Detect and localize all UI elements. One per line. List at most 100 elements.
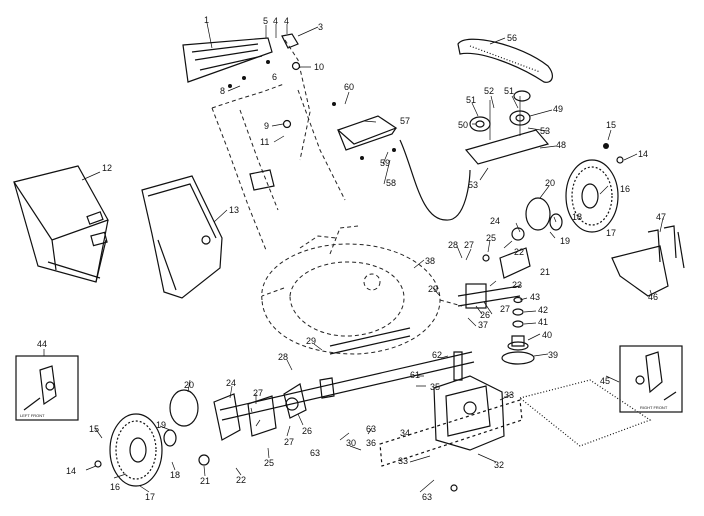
label-32: 32 [494, 460, 504, 470]
label-4: 4 [273, 16, 278, 26]
inset-right-front: RIGHT FRONT [619, 345, 683, 413]
label-37: 37 [478, 320, 488, 330]
mower-deck [261, 225, 463, 355]
label-51b: 51 [504, 86, 514, 96]
inset-right-caption: RIGHT FRONT [640, 405, 668, 410]
label-20b: 20 [184, 380, 194, 390]
label-53b: 53 [468, 180, 478, 190]
spring-assembly [501, 296, 535, 365]
label-62: 62 [432, 350, 442, 360]
label-25b: 25 [264, 458, 274, 468]
rear-brackets [611, 225, 685, 297]
grass-bag [13, 165, 109, 283]
label-58: 58 [386, 178, 396, 188]
label-13: 13 [229, 205, 239, 215]
label-33b: 33 [398, 456, 408, 466]
label-26a: 26 [480, 310, 490, 320]
leader-lines [43, 22, 664, 493]
label-43: 43 [530, 292, 540, 302]
label-63c: 63 [422, 492, 432, 502]
label-28a: 28 [448, 240, 458, 250]
label-49: 49 [553, 104, 563, 114]
label-48: 48 [556, 140, 566, 150]
label-14a: 14 [638, 149, 648, 159]
label-28b: 28 [278, 352, 288, 362]
label-47: 47 [656, 212, 666, 222]
label-27a: 27 [464, 240, 474, 250]
label-33a: 33 [504, 390, 514, 400]
label-15b: 15 [89, 424, 99, 434]
label-39: 39 [548, 350, 558, 360]
label-22b: 22 [236, 475, 246, 485]
label-34: 34 [400, 428, 410, 438]
label-50: 50 [458, 120, 468, 130]
label-63a: 63 [310, 448, 320, 458]
label-10: 10 [314, 62, 324, 72]
label-8: 8 [220, 86, 225, 96]
label-59: 59 [380, 158, 390, 168]
label-45: 45 [600, 376, 610, 386]
label-41: 41 [538, 317, 548, 327]
drive-belt [457, 38, 553, 83]
inset-left-front: LEFT FRONT [15, 355, 79, 421]
label-61: 61 [410, 370, 420, 380]
label-18b: 18 [170, 470, 180, 480]
front-wheel [94, 389, 277, 487]
label-6: 6 [272, 72, 277, 82]
transmission [379, 351, 652, 492]
label-1: 1 [204, 15, 209, 25]
label-5: 5 [263, 16, 268, 26]
label-26b: 26 [302, 426, 312, 436]
label-44: 44 [37, 339, 47, 349]
label-14b: 14 [66, 466, 76, 476]
label-11: 11 [260, 137, 269, 147]
label-16b: 16 [110, 482, 120, 492]
inset-left-caption: LEFT FRONT [20, 413, 45, 418]
label-21a: 21 [540, 267, 550, 277]
label-53a: 53 [540, 126, 550, 136]
label-52: 52 [484, 86, 494, 96]
label-60: 60 [344, 82, 354, 92]
label-3: 3 [318, 22, 323, 32]
label-15a: 15 [606, 120, 616, 130]
label-29b: 29 [306, 336, 316, 346]
label-22a: 22 [514, 247, 524, 257]
front-axle [219, 351, 475, 421]
label-27c: 27 [253, 388, 263, 398]
drive-control [332, 102, 471, 221]
label-21b: 21 [200, 476, 210, 486]
label-36: 36 [366, 438, 376, 448]
label-27b: 27 [500, 304, 510, 314]
label-25a: 25 [486, 233, 496, 243]
label-17b: 17 [145, 492, 155, 502]
label-27d: 27 [284, 437, 294, 447]
label-29a: 29 [428, 284, 438, 294]
label-12: 12 [102, 163, 112, 173]
label-24a: 24 [490, 216, 500, 226]
label-35: 35 [430, 382, 440, 392]
label-9: 9 [264, 121, 269, 131]
part-labels: 1 5 4 4 3 6 10 8 9 11 12 13 60 57 59 58 … [37, 15, 666, 502]
label-56: 56 [507, 33, 517, 43]
label-42: 42 [538, 305, 548, 315]
label-19b: 19 [156, 420, 166, 430]
label-17a: 17 [606, 228, 616, 238]
label-40: 40 [542, 330, 552, 340]
label-63b: 63 [366, 424, 376, 434]
label-24b: 24 [226, 378, 236, 388]
label-23a: 23 [512, 280, 522, 290]
label-4b: 4 [284, 16, 289, 26]
pulley-bracket [464, 90, 550, 165]
label-20a: 20 [545, 178, 555, 188]
rear-wheel [511, 143, 624, 241]
label-57: 57 [400, 116, 410, 126]
grass-bag-frame [141, 175, 223, 299]
label-38: 38 [425, 256, 435, 266]
label-30: 30 [346, 438, 356, 448]
label-51a: 51 [466, 95, 476, 105]
label-16a: 16 [620, 184, 630, 194]
label-18a: 18 [572, 212, 582, 222]
rear-axle [329, 247, 531, 355]
handle-panel [182, 37, 273, 88]
